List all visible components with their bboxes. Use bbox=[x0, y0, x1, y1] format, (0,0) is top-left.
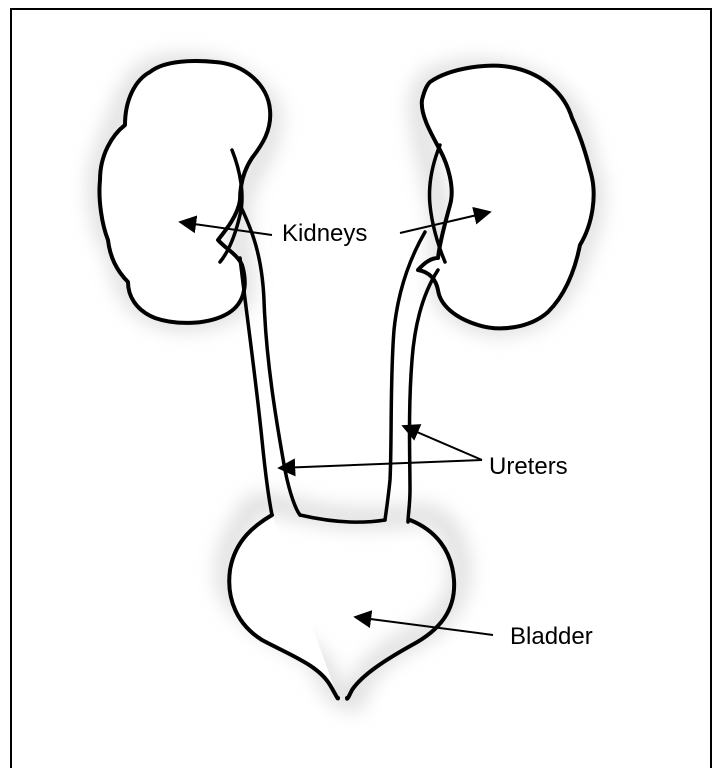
left-ureter-outer bbox=[240, 258, 272, 515]
ureters-arrow-right bbox=[403, 426, 482, 460]
ureters-label: Ureters bbox=[489, 453, 568, 480]
bladder bbox=[229, 515, 338, 698]
right-ureter-outer bbox=[408, 270, 438, 522]
ureters-arrow-left bbox=[279, 460, 482, 468]
right-ureter-inner bbox=[385, 232, 425, 520]
kidneys-label: Kidneys bbox=[282, 220, 367, 247]
bladder-label: Bladder bbox=[510, 623, 593, 650]
